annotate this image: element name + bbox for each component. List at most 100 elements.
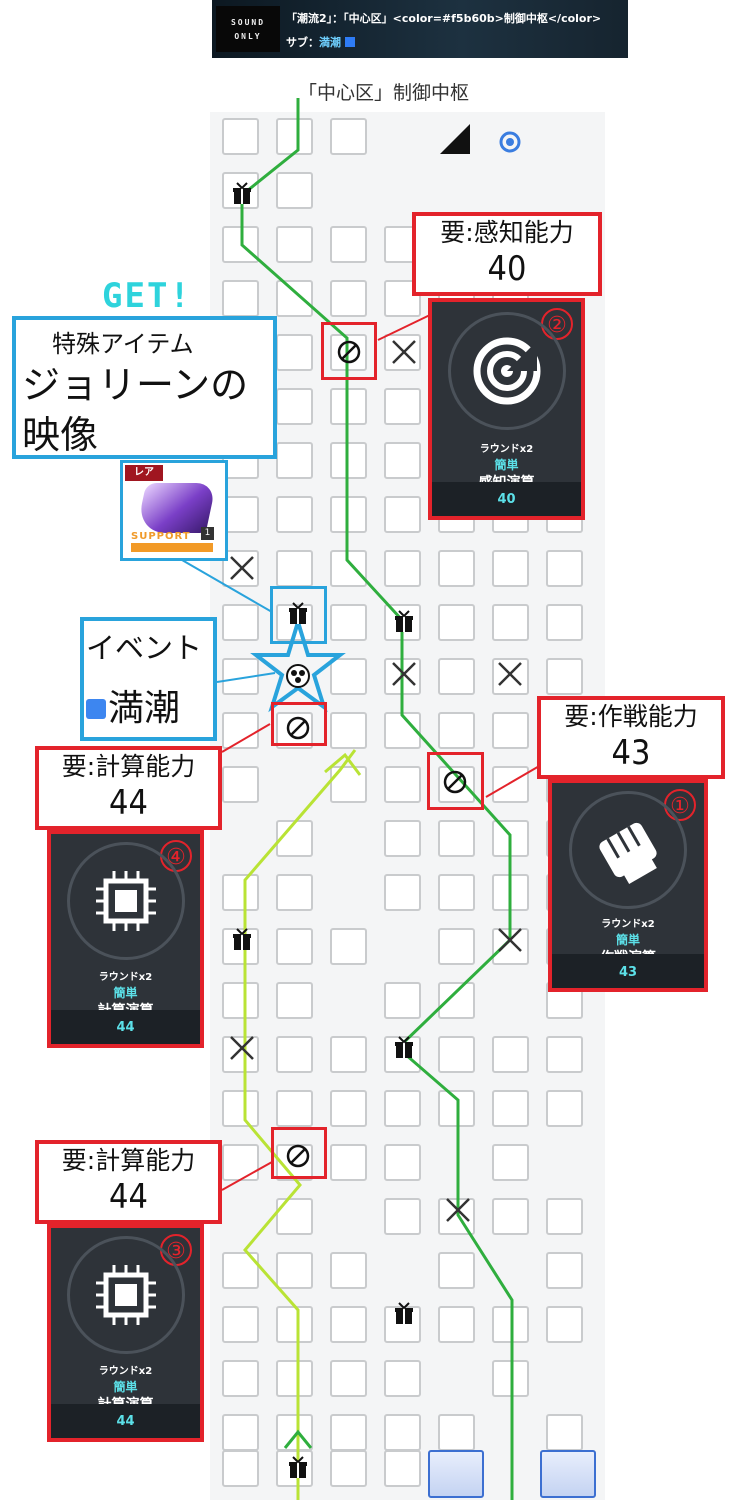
map-tile[interactable] [546,550,583,587]
map-tile[interactable] [330,928,367,965]
map-tile[interactable] [384,1360,421,1397]
map-tile[interactable] [222,118,259,155]
map-tile[interactable] [222,874,259,911]
map-tile[interactable] [492,712,529,749]
map-tile[interactable] [276,388,313,425]
map-tile[interactable] [438,1036,475,1073]
map-tile[interactable] [384,820,421,857]
card-calc-1[interactable]: ④ ラウンドx2 簡単 計算演算 44 [47,830,204,1048]
map-tile[interactable] [330,226,367,263]
map-tile[interactable] [384,1198,421,1235]
alt-route-arrowhead [324,752,362,776]
map-tile[interactable] [222,1450,259,1487]
item-tag: SUPPORT [131,531,191,542]
map-tile[interactable] [492,1090,529,1127]
map-tile[interactable] [276,442,313,479]
map-tile[interactable] [276,1090,313,1127]
map-tile[interactable] [330,658,367,695]
map-tile[interactable] [276,1036,313,1073]
map-tile[interactable] [222,1360,259,1397]
map-tile[interactable] [276,928,313,965]
map-tile[interactable] [384,1144,421,1181]
map-tile[interactable] [384,550,421,587]
map-tile[interactable] [222,982,259,1019]
map-tile[interactable] [276,172,313,209]
map-tile[interactable] [330,766,367,803]
map-tile[interactable] [384,982,421,1019]
map-tile[interactable] [330,280,367,317]
map-tile[interactable] [222,1090,259,1127]
map-tile[interactable] [438,550,475,587]
map-tile[interactable] [330,1144,367,1181]
map-tile[interactable] [276,1198,313,1235]
map-tile[interactable] [546,658,583,695]
map-tile[interactable] [276,1306,313,1343]
map-tile[interactable] [438,820,475,857]
map-tile[interactable] [492,604,529,641]
gift-icon [233,182,251,204]
map-tile[interactable] [384,766,421,803]
map-tile[interactable] [330,1252,367,1289]
map-tile[interactable] [438,658,475,695]
map-tile[interactable] [330,1090,367,1127]
card-tactics[interactable]: ① ラウンドx2 簡単 作戦演算 43 [548,779,708,992]
map-tile[interactable] [276,982,313,1019]
map-tile[interactable] [276,334,313,371]
map-tile[interactable] [438,874,475,911]
map-tile[interactable] [492,1036,529,1073]
map-tile[interactable] [330,118,367,155]
map-tile[interactable] [330,604,367,641]
map-tile[interactable] [384,388,421,425]
map-tile[interactable] [546,1036,583,1073]
start-tile[interactable] [540,1450,596,1498]
map-tile[interactable] [276,496,313,533]
map-tile[interactable] [492,766,529,803]
map-tile[interactable] [222,1144,259,1181]
map-tile[interactable] [384,496,421,533]
map-tile[interactable] [330,1450,367,1487]
logo-text-2: ONLY [234,32,262,41]
map-tile[interactable] [492,1144,529,1181]
item-card[interactable]: レア SUPPORT 1 [120,460,228,561]
map-tile[interactable] [330,712,367,749]
map-tile[interactable] [438,1252,475,1289]
map-tile[interactable] [546,1198,583,1235]
map-tile[interactable] [276,1252,313,1289]
map-tile[interactable] [330,1036,367,1073]
map-tile[interactable] [384,1090,421,1127]
map-tile[interactable] [330,1306,367,1343]
map-tile[interactable] [276,226,313,263]
map-tile[interactable] [330,1360,367,1397]
map-tile[interactable] [222,496,259,533]
map-tile[interactable] [546,1414,583,1451]
map-tile[interactable] [222,1306,259,1343]
map-tile[interactable] [384,1450,421,1487]
map-tile[interactable] [546,1090,583,1127]
map-tile[interactable] [438,928,475,965]
map-tile[interactable] [492,658,529,695]
map-tile[interactable] [384,442,421,479]
connector-req-3 [221,1161,273,1191]
chip-icon [66,842,185,960]
requirement-label: 要:作戦能力 [564,702,698,731]
map-tile[interactable] [438,604,475,641]
map-tile[interactable] [492,550,529,587]
card-sensing[interactable]: ② ラウンドx2 簡単 感知演算 40 [428,298,585,520]
map-tile[interactable] [546,604,583,641]
map-tile[interactable] [276,1360,313,1397]
map-tile[interactable] [222,766,259,803]
map-tile[interactable] [222,604,259,641]
map-tile[interactable] [546,1252,583,1289]
map-tile[interactable] [546,1306,583,1343]
map-tile[interactable] [438,982,475,1019]
map-tile[interactable] [384,874,421,911]
map-tile[interactable] [222,1036,259,1073]
map-tile[interactable] [222,1414,259,1451]
map-tile[interactable] [438,712,475,749]
map-tile[interactable] [276,874,313,911]
card-calc-2[interactable]: ③ ラウンドx2 簡単 計算演算 44 [47,1224,204,1442]
start-tile[interactable] [428,1450,484,1498]
map-tile[interactable] [438,1306,475,1343]
map-tile[interactable] [276,280,313,317]
map-tile[interactable] [492,1198,529,1235]
